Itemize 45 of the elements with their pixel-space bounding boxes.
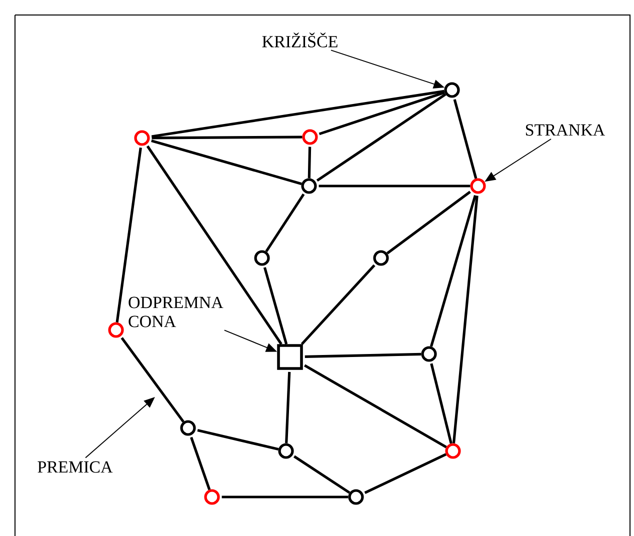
connection-line [364, 453, 447, 494]
connection-line [308, 146, 312, 178]
node-circle [301, 178, 317, 194]
connection-line [453, 99, 478, 179]
connection-line [146, 145, 282, 345]
node-circle [134, 130, 150, 146]
node-circle [108, 322, 124, 338]
connection-line [430, 363, 452, 444]
node-circle [254, 250, 270, 266]
node-circle [470, 178, 486, 194]
node-circle [180, 420, 196, 436]
node-circle [373, 250, 389, 266]
connection-line [265, 194, 305, 252]
connection-line [300, 264, 376, 345]
connection-line [318, 91, 446, 136]
node-circle [348, 489, 364, 505]
node-circle [204, 489, 220, 505]
connection-line [152, 136, 302, 140]
connection-line [116, 148, 142, 322]
connection-line [285, 372, 291, 444]
connection-line [151, 139, 302, 186]
node-label: ODPREMNA CONA [128, 296, 224, 328]
connection-line [304, 364, 447, 448]
node-circle [278, 443, 294, 459]
node-circle [302, 129, 318, 145]
connection-line [430, 195, 477, 347]
connection-line [452, 196, 478, 444]
node-label: KRIŽIŠČE [262, 32, 338, 48]
connection-line [304, 352, 422, 358]
connection-line [190, 436, 211, 490]
node-circle [421, 346, 437, 362]
connection-line [152, 90, 444, 138]
connection-line [293, 455, 350, 494]
node-circle [445, 443, 461, 459]
connection-line [120, 337, 184, 422]
connection-line [386, 190, 471, 254]
square-node [277, 344, 303, 370]
node-label: STRANKA [526, 124, 606, 136]
connection-line [263, 267, 288, 344]
connection-line [222, 496, 348, 498]
connection-line [316, 93, 446, 182]
connection-line [197, 428, 279, 450]
node-label: PREMICA [38, 461, 113, 473]
node-circle [444, 82, 460, 98]
connection-line [318, 184, 470, 188]
